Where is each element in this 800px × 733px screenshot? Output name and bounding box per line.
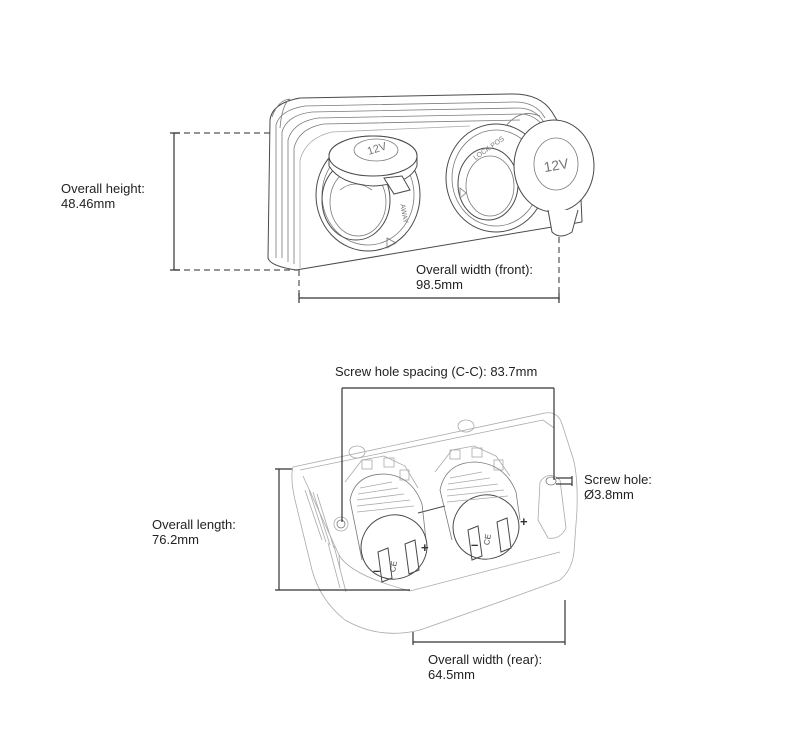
rear-enclosure [291, 412, 578, 634]
overall-length-label: Overall length: 76.2mm [152, 517, 236, 547]
left-plus-terminal-text: + [421, 540, 429, 555]
front-height-dimension [170, 132, 298, 271]
overall-height-caption: Overall height: [61, 181, 145, 196]
screw-hole-caption: Screw hole: [584, 472, 652, 487]
screw-hole-label: Screw hole: Ø3.8mm [584, 472, 652, 502]
right-ring-text: LOCK POS [472, 135, 506, 161]
front-view-drawing: 12V AWAY 12V LOCK POS [267, 93, 595, 271]
left-cap-12v-text: 12V [366, 140, 389, 158]
front-housing [267, 93, 583, 271]
screw-hole-spacing-text: Screw hole spacing (C-C): 83.7mm [335, 364, 538, 379]
rear-socket-left [344, 455, 428, 583]
screw-spacing-dimension [341, 387, 555, 522]
overall-width-front-label: Overall width (front): 98.5mm [416, 262, 533, 292]
screw-hole-value: Ø3.8mm [584, 487, 634, 502]
overall-length-value: 76.2mm [152, 532, 199, 547]
right-ce-mark: CE [482, 533, 493, 546]
right-plus-terminal-text: + [520, 514, 528, 529]
front-socket-left [315, 135, 421, 252]
overall-height-value: 48.46mm [61, 196, 116, 211]
rear-width-dimension [412, 600, 566, 645]
front-socket-right [445, 113, 595, 237]
rear-view-drawing: + – CE + – CE [291, 412, 578, 634]
screw-hole-spacing-label: Screw hole spacing (C-C): 83.7mm [335, 364, 537, 379]
overall-width-front-caption: Overall width (front): [416, 262, 534, 277]
rear-socket-right [434, 445, 521, 561]
rear-length-dimension [275, 468, 410, 591]
overall-height-label: Overall height: 48.46mm [61, 181, 145, 211]
right-minus-terminal-text: – [471, 537, 478, 552]
overall-width-rear-label: Overall width (rear): 64.5mm [428, 652, 542, 682]
overall-width-rear-caption: Overall width (rear): [428, 652, 543, 667]
overall-width-rear-value: 64.5mm [428, 667, 475, 682]
front-width-dimension [298, 237, 560, 303]
left-minus-terminal-text: – [373, 563, 380, 578]
screw-hole-callout [556, 476, 573, 486]
left-ce-mark: CE [388, 560, 399, 573]
overall-length-caption: Overall length: [152, 517, 236, 532]
right-cap-12v-text: 12V [542, 155, 570, 175]
left-ring-text: AWAY [398, 203, 408, 224]
overall-width-front-value: 98.5mm [416, 277, 463, 292]
